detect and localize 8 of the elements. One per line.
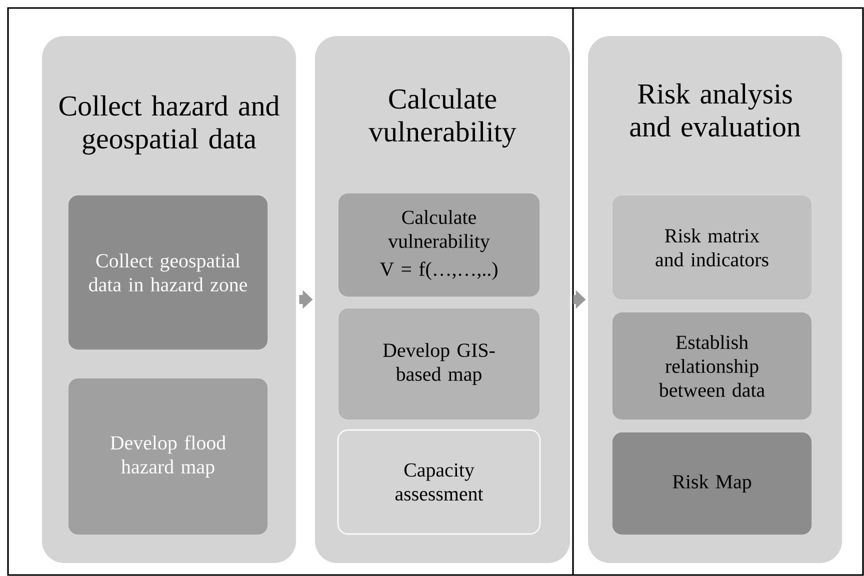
step-box: Collect geospatial data in hazard zone	[68, 194, 268, 350]
step-box: Calculate vulnerability V = f(…,…,..)	[338, 192, 540, 298]
step-box: Capacity assessment	[337, 429, 541, 535]
step-box: Establish relationship between data	[612, 312, 812, 420]
step-box: Risk Map	[612, 432, 812, 536]
step-box: Risk matrix and indicators	[612, 194, 812, 300]
step-box: Develop flood hazard map	[68, 378, 268, 536]
step-box: Develop GIS-based map	[338, 308, 540, 420]
